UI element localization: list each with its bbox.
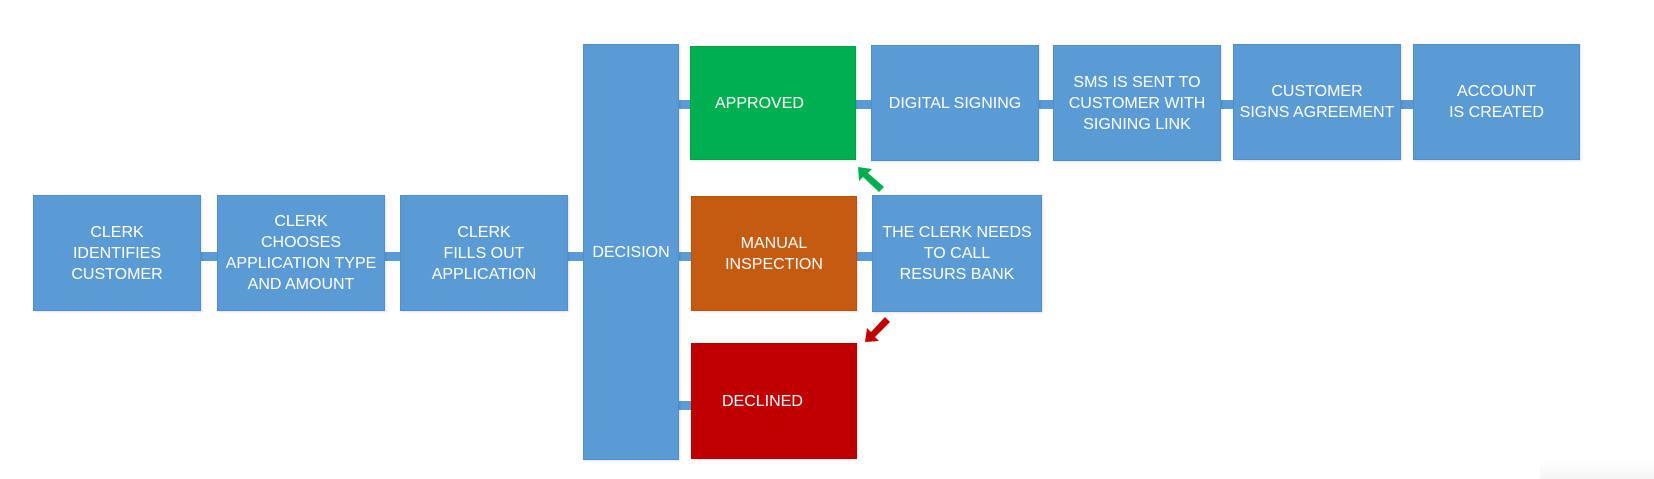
- node-declined: DECLINED: [691, 343, 857, 459]
- connector-fill-decision: [567, 252, 585, 261]
- node-approved: APPROVED: [690, 46, 856, 160]
- arrow-down-icon: [865, 317, 890, 342]
- connector-signs-account: [1400, 100, 1416, 109]
- node-account-created: ACCOUNT IS CREATED: [1413, 44, 1580, 160]
- node-digital-signing: DIGITAL SIGNING: [871, 45, 1039, 161]
- node-clerk-chooses-application: CLERK CHOOSES APPLICATION TYPE AND AMOUN…: [217, 195, 385, 311]
- node-sms-sent: SMS IS SENT TO CUSTOMER WITH SIGNING LIN…: [1053, 45, 1221, 161]
- connector-decision-declined: [678, 401, 692, 410]
- connector-decision-manual: [678, 252, 692, 261]
- connector-identify-choose: [200, 252, 218, 261]
- corner-shadow: [1540, 460, 1654, 479]
- node-manual-inspection: MANUAL INSPECTION: [691, 196, 857, 311]
- connector-decision-approved: [678, 100, 692, 109]
- node-decision: DECISION: [583, 44, 679, 460]
- node-clerk-call-resurs-bank: THE CLERK NEEDS TO CALL RESURS BANK: [872, 195, 1042, 312]
- connector-approved-digital: [855, 100, 873, 109]
- node-customer-signs-agreement: CUSTOMER SIGNS AGREEMENT: [1233, 44, 1401, 160]
- connector-sms-signs: [1220, 100, 1236, 109]
- node-clerk-fills-out-application: CLERK FILLS OUT APPLICATION: [400, 195, 568, 311]
- connector-manual-call: [856, 252, 874, 261]
- node-clerk-identifies-customer: CLERK IDENTIFIES CUSTOMER: [33, 195, 201, 311]
- connector-digital-sms: [1038, 100, 1056, 109]
- arrow-up-icon: [858, 167, 884, 192]
- connector-choose-fill: [384, 252, 402, 261]
